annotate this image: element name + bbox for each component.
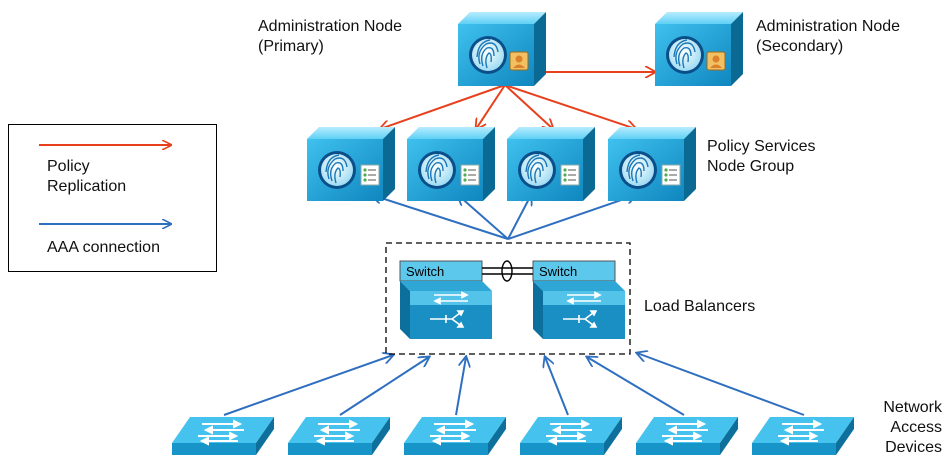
policy-service-node-4[interactable] xyxy=(607,126,697,202)
switch-label-right: Switch xyxy=(539,264,577,279)
psn-group-label-line2: Node Group xyxy=(707,158,795,175)
aaa-arrow-psn3 xyxy=(507,195,531,240)
replication-arrow-psn3 xyxy=(504,84,553,129)
switch-label-left: Switch xyxy=(406,264,444,279)
access-switch-3[interactable] xyxy=(403,416,507,456)
nad-label-line3: Devices xyxy=(885,439,942,456)
access-switch-4[interactable] xyxy=(519,416,623,456)
aaa-arrow-psn2 xyxy=(458,195,509,240)
legend-policy-line2: Replication xyxy=(47,178,127,195)
access-switch-5[interactable] xyxy=(635,416,739,456)
admin-primary-label-line2: (Primary) xyxy=(258,38,324,55)
admin-primary-label-line1: Administration Node xyxy=(258,18,403,35)
legend-policy-text: Policy Replication xyxy=(47,157,126,197)
access-switch-1[interactable] xyxy=(171,416,275,456)
aaa-arrow-nad4 xyxy=(545,357,569,416)
policy-service-node-3[interactable] xyxy=(506,126,596,202)
policy-service-node-1[interactable] xyxy=(306,126,396,202)
psn-group-label: Policy Services Node Group xyxy=(707,137,815,177)
access-switch-2[interactable] xyxy=(287,416,391,456)
aaa-arrow-nad3 xyxy=(455,357,466,416)
lb-interconnect xyxy=(482,260,533,282)
load-balancer-switch-left[interactable]: Switch xyxy=(399,260,493,340)
access-switch-6[interactable] xyxy=(751,416,855,456)
admin-secondary-label-line2: (Secondary) xyxy=(756,38,844,55)
aaa-arrow-nad6 xyxy=(637,353,805,416)
aaa-arrow-psn1 xyxy=(372,195,509,240)
admin-primary-label: Administration Node (Primary) xyxy=(258,17,402,57)
aaa-arrows-from-nad xyxy=(223,353,805,416)
replication-arrow-psn4 xyxy=(504,84,636,129)
legend: Policy Replication AAA connection xyxy=(8,124,217,272)
load-balancers-label: Load Balancers xyxy=(644,298,756,315)
legend-aaa-text: AAA connection xyxy=(47,239,160,256)
aaa-arrows-to-psn xyxy=(372,195,636,240)
policy-replication-arrows xyxy=(380,72,655,129)
admin-node-secondary[interactable] xyxy=(654,11,744,87)
aaa-arrow-nad5 xyxy=(587,357,685,416)
admin-secondary-label: Administration Node (Secondary) xyxy=(756,17,900,57)
admin-secondary-label-line1: Administration Node xyxy=(756,18,901,35)
nad-label: Network Access Devices xyxy=(862,398,942,458)
load-balancer-group-box xyxy=(385,242,631,355)
aaa-arrow-nad2 xyxy=(339,357,429,416)
admin-node-primary[interactable] xyxy=(457,11,547,87)
replication-arrow-psn2 xyxy=(476,84,506,129)
policy-service-node-2[interactable] xyxy=(406,126,496,202)
legend-policy-line1: Policy xyxy=(47,158,90,175)
psn-group-label-line1: Policy Services xyxy=(707,138,816,155)
replication-arrow-psn1 xyxy=(380,84,506,129)
nad-label-line2: Access xyxy=(890,419,942,436)
nad-label-line1: Network xyxy=(883,399,942,416)
load-balancer-switch-right[interactable]: Switch xyxy=(532,260,626,340)
legend-arrows xyxy=(39,125,218,273)
aaa-arrow-psn4 xyxy=(507,195,636,240)
aaa-arrow-nad1 xyxy=(223,355,393,416)
